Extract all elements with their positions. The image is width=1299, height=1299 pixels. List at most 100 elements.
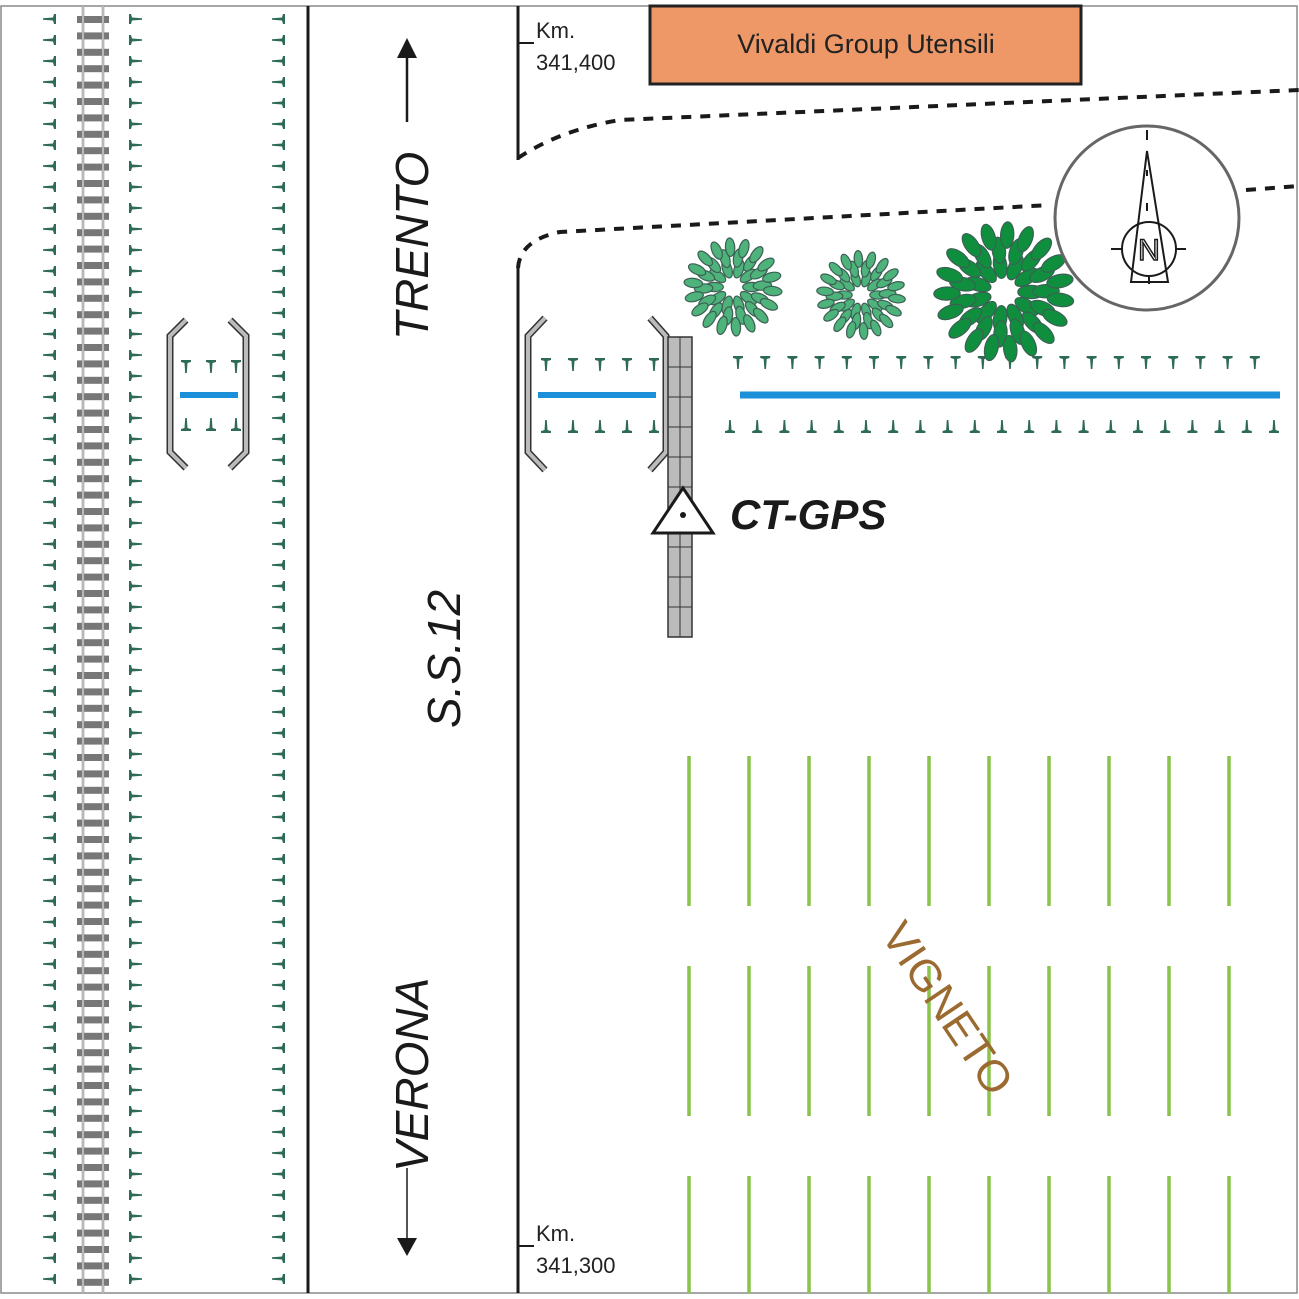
- hedge-icon: [43, 581, 56, 591]
- hedge-icon: [752, 420, 763, 433]
- hedge-icon: [129, 1022, 142, 1032]
- hedge-icon: [272, 1211, 285, 1221]
- railway-sleeper: [77, 770, 109, 778]
- hedge-icon: [272, 749, 285, 759]
- hedge-icon: [43, 602, 56, 612]
- hedge-icon: [43, 434, 56, 444]
- hedge-icon: [806, 420, 817, 433]
- hedge-icon: [861, 420, 871, 433]
- hedge-icon: [43, 1106, 56, 1116]
- railway-sleeper: [77, 16, 109, 23]
- hedge-icon: [272, 476, 285, 486]
- hedge-icon: [272, 791, 285, 801]
- hedge-icon: [43, 308, 56, 318]
- hedge-icon: [43, 413, 56, 423]
- hedge-icon: [129, 392, 142, 402]
- hedge-row-west: [43, 14, 56, 1284]
- railway-sleeper: [77, 606, 109, 614]
- hedge-icon: [1160, 420, 1171, 433]
- hedge-icon: [43, 1022, 56, 1032]
- hedge-icon: [969, 420, 980, 433]
- railway-sleeper: [77, 1065, 109, 1073]
- hedge-icon: [43, 812, 56, 822]
- railway-sleeper: [77, 1049, 109, 1057]
- hedge-icon: [272, 770, 285, 780]
- railway-sleeper: [77, 245, 109, 253]
- hedge-icon: [43, 833, 56, 843]
- railway-sleeper: [77, 852, 109, 860]
- hedge-icon: [43, 770, 56, 780]
- hedge-icon: [129, 770, 142, 780]
- railway-sleeper: [77, 786, 109, 794]
- railway-sleeper: [77, 573, 109, 581]
- hedge-icon: [272, 14, 285, 24]
- label-trento: TRENTO: [386, 152, 438, 340]
- hedge-icon: [129, 329, 142, 339]
- hedge-icon: [43, 1127, 56, 1137]
- hedge-icon: [129, 917, 142, 927]
- hedge-icon: [272, 1064, 285, 1074]
- hedge-icon: [568, 420, 578, 433]
- railway-sleeper: [77, 524, 109, 532]
- hedge-icon: [833, 420, 844, 433]
- railway-sleeper: [77, 983, 109, 991]
- gps-station-marker[interactable]: [650, 485, 716, 535]
- hedge-icon: [43, 1169, 56, 1179]
- railway-sleeper: [77, 540, 109, 548]
- hedge-icon: [43, 35, 56, 45]
- railway-sleeper: [77, 114, 109, 122]
- railway-sleeper: [77, 967, 109, 975]
- hedge-row-road-west: [272, 14, 285, 1284]
- hedge-icon: [129, 854, 142, 864]
- hedge-icon: [43, 749, 56, 759]
- hedge-icon: [43, 539, 56, 549]
- hedge-icon: [129, 413, 142, 423]
- railway-sleeper: [77, 1016, 109, 1024]
- hedge-icon: [43, 665, 56, 675]
- railway-sleeper: [77, 885, 109, 893]
- hedge-icon: [272, 1232, 285, 1242]
- hedge-icon: [272, 224, 285, 234]
- hedge-icon: [915, 420, 926, 433]
- bridge-east: [524, 315, 670, 473]
- hedge-icon: [129, 1085, 142, 1095]
- hedge-icon: [725, 420, 735, 433]
- hedge-icon: [129, 35, 142, 45]
- hedge-icon: [43, 560, 56, 570]
- railway-sleeper: [77, 1082, 109, 1089]
- hedge-icon: [1269, 420, 1279, 433]
- hedge-icon: [272, 119, 285, 129]
- hedge-icon: [129, 203, 142, 213]
- tree-icon: [933, 221, 1075, 363]
- direction-north: TRENTO: [386, 38, 438, 340]
- hedge-icon: [1133, 420, 1143, 433]
- hedge-icon: [129, 308, 142, 318]
- railway-sleeper: [77, 393, 109, 401]
- hedge-icon: [541, 420, 551, 433]
- hedge-icon: [206, 418, 216, 431]
- hedge-icon: [1168, 356, 1179, 369]
- railway-sleeper: [77, 934, 109, 942]
- arrow-down-icon: [397, 1238, 417, 1256]
- hedge-icon: [43, 224, 56, 234]
- hedge-icon: [1059, 356, 1070, 369]
- hedge-icon: [129, 623, 142, 633]
- hedge-icon: [272, 623, 285, 633]
- hedge-icon: [43, 854, 56, 864]
- hedge-icon: [1187, 420, 1198, 433]
- building-vivaldi[interactable]: [648, 4, 1083, 86]
- railway-sleeper: [77, 81, 109, 89]
- hedge-icon: [272, 644, 285, 654]
- railway-sleeper: [77, 950, 109, 958]
- hedge-icon: [272, 392, 285, 402]
- hedge-icon: [43, 1232, 56, 1242]
- hedge-icon: [43, 875, 56, 885]
- hedge-icon: [272, 665, 285, 675]
- railway-sleeper: [77, 1098, 109, 1106]
- railway-sleeper: [77, 918, 109, 925]
- hedge-icon: [272, 98, 285, 108]
- hedge-icon: [43, 707, 56, 717]
- hedge-icon: [129, 77, 142, 87]
- hedge-icon: [997, 420, 1007, 433]
- hedge-icon: [129, 707, 142, 717]
